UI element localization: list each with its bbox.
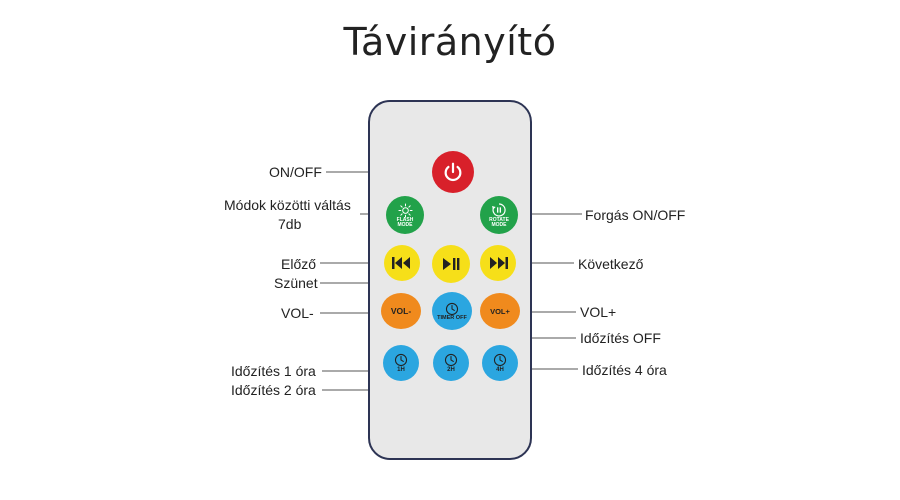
clock-icon: [444, 353, 458, 366]
label-vol-down: VOL-: [281, 305, 314, 321]
previous-button[interactable]: [384, 245, 420, 281]
volume-up-button[interactable]: VOL+: [480, 293, 520, 329]
label-timer-4h: Időzítés 4 óra: [582, 362, 667, 378]
rotate-mode-button[interactable]: ROTATE MODE: [480, 196, 518, 234]
timer-2h-text: 2H: [447, 366, 455, 373]
label-pause: Szünet: [274, 275, 318, 291]
timer-2h-button[interactable]: 2H: [433, 345, 469, 381]
timer-off-text: TIMER OFF: [437, 314, 467, 321]
play-pause-icon: [443, 258, 460, 270]
rotate-icon: [492, 203, 506, 217]
power-button[interactable]: [432, 151, 474, 193]
clock-icon: [493, 353, 507, 366]
label-next: Következő: [578, 256, 644, 272]
label-rotate: Forgás ON/OFF: [585, 207, 686, 223]
next-icon: [490, 257, 508, 269]
timer-1h-text: 1H: [397, 366, 405, 373]
label-timer-2h: Időzítés 2 óra: [231, 382, 316, 398]
volume-down-text: VOL-: [390, 306, 412, 316]
label-timer-1h: Időzítés 1 óra: [231, 363, 316, 379]
label-on-off: ON/OFF: [269, 164, 322, 180]
clock-icon: [394, 353, 408, 366]
timer-4h-text: 4H: [496, 366, 504, 373]
timer-4h-button[interactable]: 4H: [482, 345, 518, 381]
flash-mode-button[interactable]: FLASH MODE: [386, 196, 424, 234]
label-timer-off: Időzítés OFF: [580, 330, 661, 346]
timer-1h-button[interactable]: 1H: [383, 345, 419, 381]
play-pause-button[interactable]: [432, 245, 470, 283]
label-mode-switch-line2: 7db: [278, 216, 302, 232]
previous-icon: [392, 257, 410, 269]
timer-off-button[interactable]: TIMER OFF: [432, 292, 472, 330]
label-vol-up: VOL+: [580, 304, 617, 320]
volume-up-text: VOL+: [490, 306, 510, 316]
flash-mode-text: FLASH MODE: [396, 216, 414, 228]
next-button[interactable]: [480, 245, 516, 281]
label-mode-switch-line1: Módok közötti váltás: [224, 197, 351, 213]
power-icon: [444, 162, 462, 182]
rotate-mode-text: ROTATE MODE: [489, 217, 509, 228]
clock-icon: [445, 302, 459, 315]
label-prev: Előző: [281, 256, 317, 272]
diagram-title: Távirányító: [343, 20, 557, 64]
volume-down-button[interactable]: VOL-: [381, 293, 421, 329]
sun-icon: [397, 202, 413, 218]
